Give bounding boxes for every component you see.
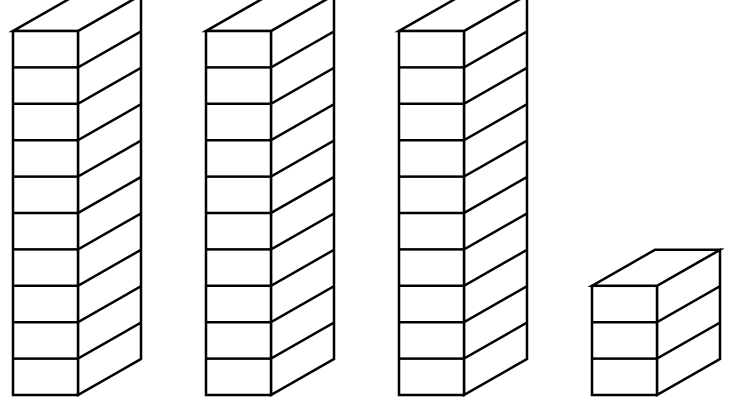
ten-rod-stack	[206, 0, 334, 395]
front-face	[592, 286, 657, 395]
ten-rod-stack	[399, 0, 527, 395]
side-face	[78, 0, 141, 395]
ten-rod-stack	[13, 0, 141, 395]
side-face	[464, 0, 527, 395]
ones-cube-stack	[592, 250, 720, 395]
side-face	[271, 0, 334, 395]
